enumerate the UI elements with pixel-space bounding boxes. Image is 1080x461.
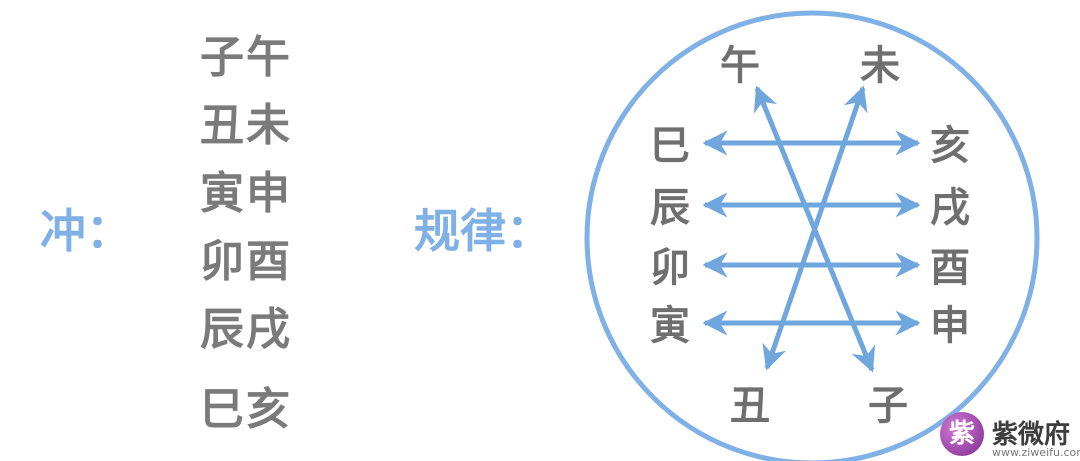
branch-top-left: 午 <box>720 43 760 89</box>
chong-label: 冲： <box>40 204 132 258</box>
pair-item: 卯酉 <box>200 236 292 287</box>
logo-mark-icon: 紫 <box>940 412 984 456</box>
branch-left-1: 巳 <box>650 123 690 169</box>
pair-item: 寅申 <box>200 168 292 219</box>
branch-right-1: 亥 <box>930 123 970 169</box>
branch-right-2: 戌 <box>930 185 970 231</box>
branch-left-3: 卯 <box>650 245 690 291</box>
arrow-wei-chou <box>762 85 868 371</box>
logo-mark-text: 紫 <box>948 419 975 449</box>
branch-left-4: 寅 <box>650 303 690 349</box>
pair-item: 巳亥 <box>200 384 292 435</box>
boundary-circle <box>584 10 1040 461</box>
pair-item: 丑未 <box>200 100 292 151</box>
branch-left-2: 辰 <box>650 185 690 231</box>
pair-item: 子午 <box>200 32 292 83</box>
branch-right-3: 酉 <box>930 245 970 291</box>
branch-bottom-left: 丑 <box>730 383 770 429</box>
site-logo: 紫 紫微府 www.ziweifu.com <box>940 408 1080 461</box>
branch-right-4: 申 <box>930 303 970 349</box>
pair-item: 辰戌 <box>200 304 292 355</box>
logo-name: 紫微府 <box>992 420 1071 450</box>
logo-url: www.ziweifu.com <box>992 446 1080 459</box>
branch-bottom-right: 子 <box>868 383 908 429</box>
guilv-label: 规律： <box>414 204 552 258</box>
branch-top-right: 未 <box>860 43 900 89</box>
